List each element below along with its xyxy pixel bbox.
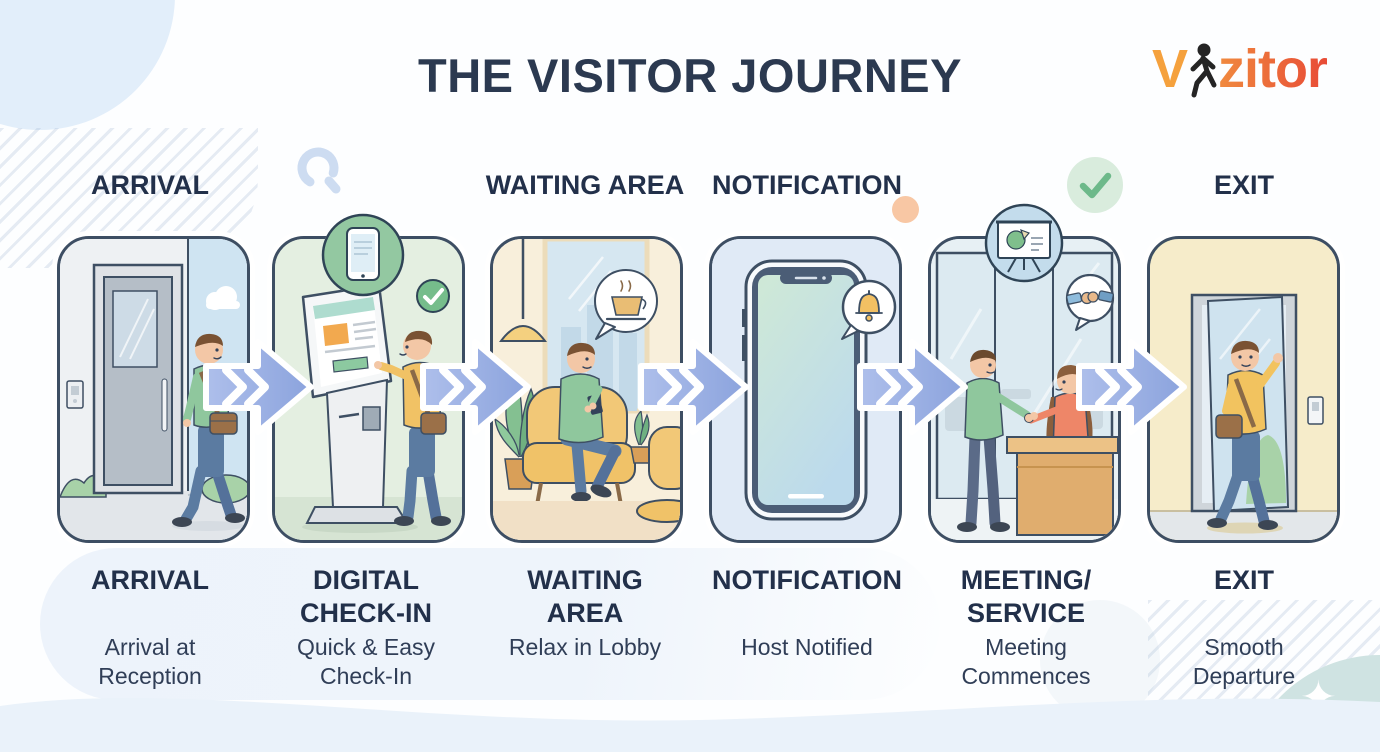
heading-meeting-service: MEETING/ SERVICE — [960, 565, 1092, 628]
flow-arrow-3 — [638, 339, 749, 435]
check-circle-icon — [1067, 157, 1123, 213]
flow-arrow-4 — [857, 339, 968, 435]
presentation-chart-badge-icon — [984, 203, 1064, 283]
caption-notification: Host Notified — [741, 634, 873, 660]
caption-digital-checkin: Quick & Easy Check-In — [296, 634, 436, 689]
logo-text-before: V — [1152, 39, 1188, 99]
panel-arrival — [57, 236, 250, 543]
peach-dot-decoration — [892, 196, 919, 223]
top-label-exit: EXIT — [1213, 170, 1274, 200]
vizitor-logo: V zitor — [1152, 36, 1367, 102]
visitor-leaving-door-illustration — [1150, 239, 1337, 540]
caption-exit: Smooth Departure — [1192, 634, 1296, 689]
heading-arrival: ARRIVAL — [91, 565, 209, 595]
phone-message-notification-illustration — [712, 239, 899, 540]
top-label-arrival: ARRIVAL — [91, 170, 209, 200]
page-title: THE VISITOR JOURNEY — [417, 49, 962, 102]
handshake-bubble-icon — [1065, 273, 1115, 331]
soft-circle-decoration — [1040, 600, 1160, 720]
magnifier-watermark-icon — [297, 147, 341, 194]
panel-exit: EXIT — [1147, 236, 1340, 543]
top-label-waiting-area: WAITING AREA — [485, 170, 685, 200]
heading-exit: EXIT — [1213, 565, 1274, 595]
caption-arrival: Arrival at Reception — [98, 634, 202, 689]
heading-waiting-area: WAITING AREA — [527, 565, 643, 628]
flow-arrow-5 — [1076, 339, 1187, 435]
walking-person-icon — [1190, 43, 1217, 98]
caption-meeting-service: Meeting Commences — [961, 634, 1091, 689]
logo-text-after: zitor — [1218, 39, 1328, 99]
check-badge-icon — [416, 279, 450, 313]
flow-arrow-1 — [203, 339, 314, 435]
top-label-notification: NOTIFICATION — [712, 170, 902, 200]
visitor-entering-door-illustration — [60, 239, 247, 540]
heading-notification: NOTIFICATION — [712, 565, 902, 595]
flow-arrow-2 — [420, 339, 531, 435]
bottom-wave-decoration — [0, 697, 1380, 752]
caption-background-blob — [40, 548, 940, 700]
tablet-badge-icon — [321, 213, 405, 297]
heading-digital-checkin: DIGITAL CHECK-IN — [300, 565, 432, 628]
caption-waiting-area: Relax in Lobby — [508, 634, 662, 660]
